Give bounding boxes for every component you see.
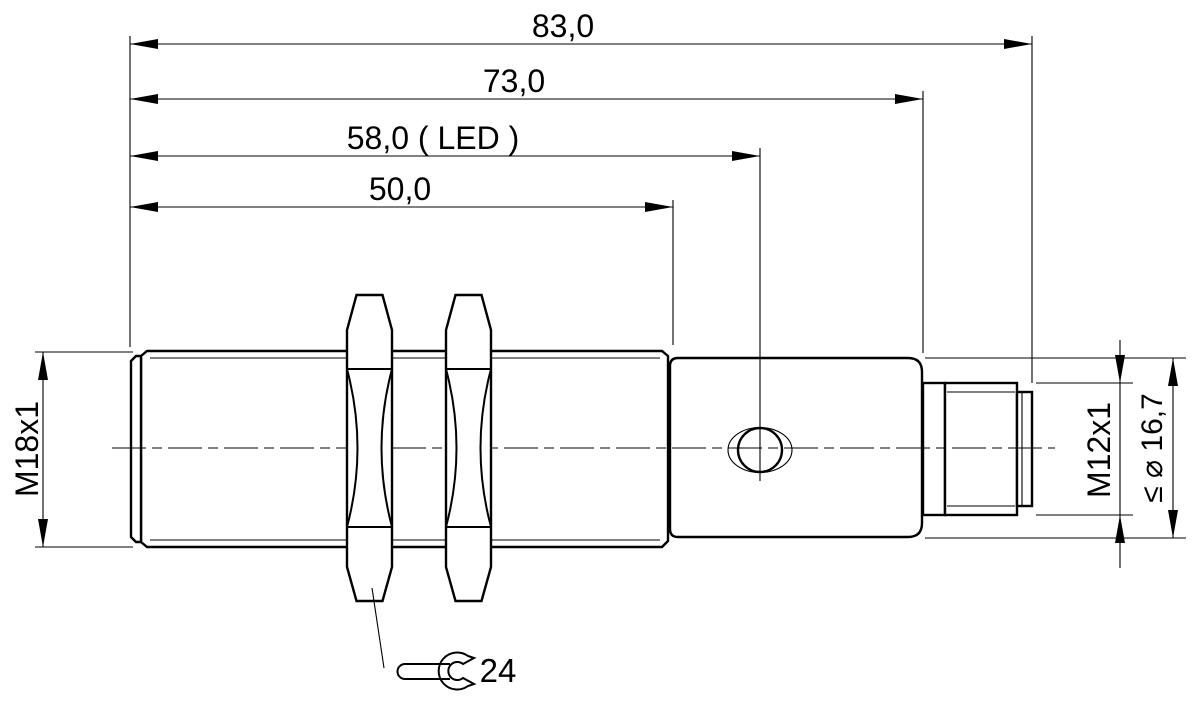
led-position-label: 58,0 ( LED ) <box>347 120 520 156</box>
arrow-m12-top <box>1115 355 1125 383</box>
arrow-73-left <box>130 94 158 104</box>
wrench-handle <box>396 663 450 680</box>
arrow-83-left <box>130 39 158 49</box>
dimension-arrowheads <box>38 39 1178 547</box>
thread-length-label: 50,0 <box>369 171 431 207</box>
sensor-front-face <box>129 354 143 544</box>
arrow-m18-top <box>38 352 48 380</box>
arrow-83-right <box>1004 39 1032 49</box>
arrow-73-right <box>895 94 923 104</box>
hex-nut-front-arc-left <box>346 368 359 528</box>
hex-nut-rear-arc-left <box>445 368 458 528</box>
thread-size-label: M18x1 <box>9 401 45 497</box>
arrow-d167-top <box>1168 358 1178 386</box>
arrow-d167-bottom <box>1168 510 1178 538</box>
hex-nut-rear-arc-right <box>479 368 492 528</box>
housing-length-label: 73,0 <box>483 63 545 99</box>
arrow-m12-bottom <box>1115 515 1125 543</box>
hex-nut-front <box>345 293 394 603</box>
arrow-50-right <box>645 202 673 212</box>
connector-collar <box>921 381 947 517</box>
center-lines <box>112 148 1055 481</box>
arrow-m18-bottom <box>38 519 48 547</box>
arrow-58-left <box>130 151 158 161</box>
overall-length-label: 83,0 <box>532 8 594 44</box>
sensor-outline <box>129 349 1034 549</box>
wrench-icon <box>396 651 477 691</box>
arrow-50-left <box>130 202 158 212</box>
housing-diameter-label: ≤ ⌀ 16,7 <box>1136 393 1169 503</box>
wrench-head <box>437 651 477 691</box>
arrow-58-right <box>732 151 760 161</box>
connector-thread-label: M12x1 <box>1081 402 1117 498</box>
wrench-size-label: 24 <box>480 652 517 689</box>
dimension-labels: 83,0 73,0 58,0 ( LED ) 50,0 M18x1 M12x1 … <box>9 8 1169 503</box>
connector-thread <box>943 381 1019 517</box>
wrench-callout: 24 <box>371 587 517 691</box>
sensor-thread-barrel <box>139 349 670 549</box>
connector-tip <box>1015 390 1034 508</box>
hex-nut-front-arc-right <box>380 368 393 528</box>
hex-nut-rear <box>444 293 493 603</box>
hex-nuts <box>345 293 493 603</box>
leader-line <box>371 587 385 669</box>
